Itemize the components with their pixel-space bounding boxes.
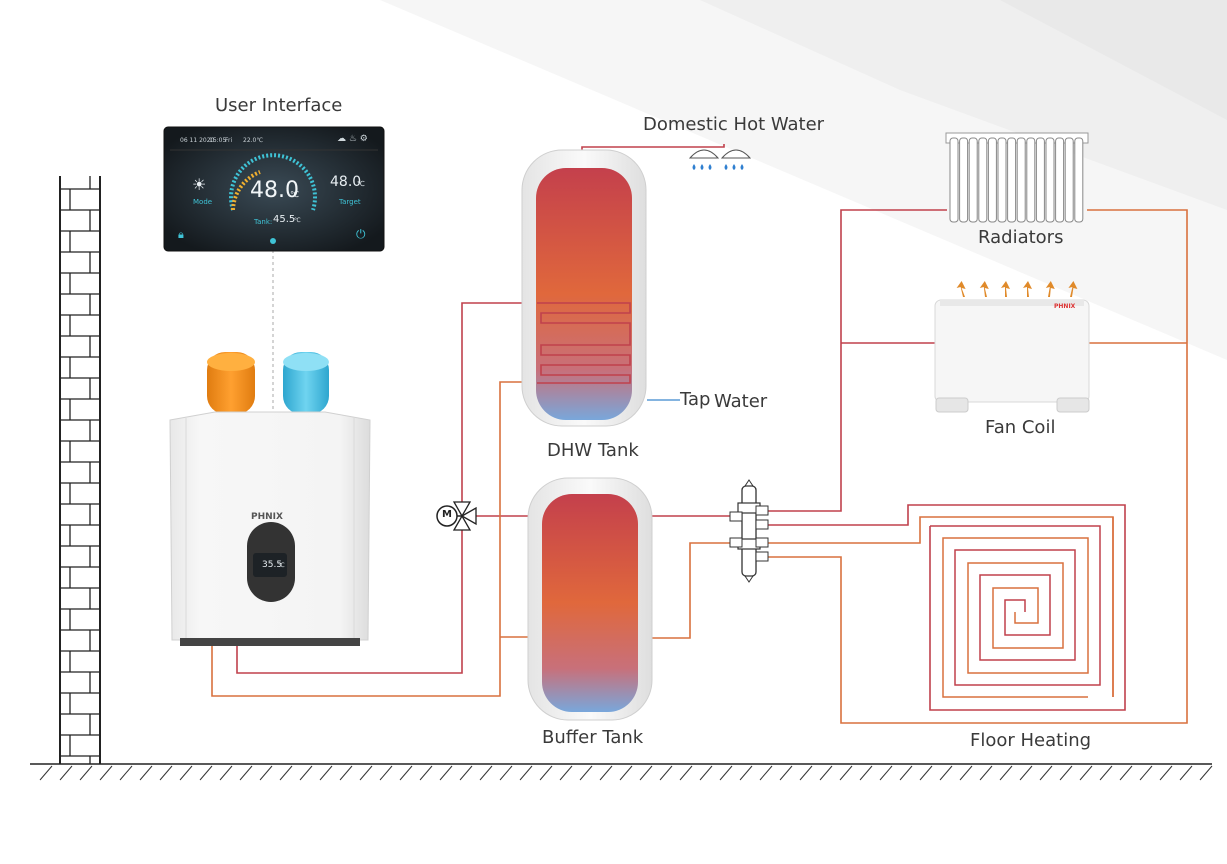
pipe-unit-hot — [236, 519, 463, 674]
pipe-manifold-to-buffer — [651, 542, 736, 639]
water-drop-icon — [700, 164, 704, 170]
screen-target-label: Target — [339, 198, 361, 206]
heat-pump-unit — [169, 352, 371, 646]
warm-air-arrow-icon — [1045, 281, 1055, 297]
radiator — [945, 132, 1089, 223]
label-tap: Tap — [680, 389, 711, 410]
screen-target-temp: 48.0 — [330, 174, 362, 190]
warm-air-arrow-icon — [956, 281, 966, 297]
fan-coil-brand-logo: PHNIX — [1054, 303, 1076, 310]
unit-display — [253, 553, 287, 577]
screen-main-unit: ℃ — [290, 190, 299, 199]
radiator-fin — [1074, 137, 1084, 223]
radiator-fin — [1035, 137, 1045, 223]
ground-line — [30, 763, 1213, 781]
radiator-fin — [1026, 137, 1036, 223]
screen-outdoor-temp: 22.0℃ — [243, 137, 264, 144]
label-buffer-tank: Buffer Tank — [542, 727, 644, 748]
unit-brand-logo: PHNIX — [251, 512, 283, 522]
screen-status-icons: ☁ ♨ ⚙ — [337, 134, 368, 144]
shower-heads — [688, 149, 752, 170]
water-drop-icon — [708, 164, 712, 170]
label-floor-heating: Floor Heating — [970, 730, 1092, 751]
pipe-supply-floor — [768, 504, 1126, 711]
warm-air-arrow-icon — [1023, 281, 1032, 297]
buffer-tank — [527, 477, 653, 721]
screen-tank-label: Tank: — [254, 218, 273, 226]
radiator-fin — [1055, 137, 1065, 223]
pipe-supply-radiators — [768, 209, 947, 512]
label-water: Water — [714, 391, 768, 412]
background-shapes — [380, 0, 1227, 360]
screen-date: 06 11 2020 — [180, 137, 215, 144]
water-drop-icon — [740, 164, 744, 170]
radiator-fin — [968, 137, 978, 223]
floor-heating-coil — [930, 517, 1114, 698]
screen-mode-label: Mode — [193, 198, 213, 206]
user-interface-panel — [163, 126, 385, 252]
radiator-fin — [978, 137, 988, 223]
label-dhw-tank: DHW Tank — [547, 440, 639, 461]
warm-air-arrow-icon — [1068, 281, 1078, 297]
radiator-fin — [949, 137, 959, 223]
pipe-return-radiators — [768, 209, 1188, 724]
radiator-fin — [1007, 137, 1017, 223]
radiator-fin — [997, 137, 1007, 223]
screen-time: 15:05 — [209, 137, 227, 144]
screen-tank-temp: 45.5 — [273, 214, 296, 225]
unit-display-temp: 35.5 — [262, 560, 283, 570]
screen-power-icon[interactable]: ⏻ — [356, 227, 366, 241]
screen-target-unit: ℃ — [357, 180, 365, 188]
radiator-fin — [959, 137, 969, 223]
dhw-coil — [537, 302, 631, 384]
label-user-interface: User Interface — [215, 95, 343, 116]
pipe-return-floor — [768, 516, 1114, 697]
fan-coil-unit — [934, 281, 1090, 413]
screen-tank-unit: ℃ — [294, 217, 301, 224]
pipes — [211, 144, 1188, 724]
brick-wall — [59, 176, 101, 764]
radiator-fin — [1045, 137, 1055, 223]
radiator-fin — [1016, 137, 1026, 223]
water-drop-icon — [732, 164, 736, 170]
label-domestic-hot-water: Domestic Hot Water — [643, 114, 825, 135]
screen-main-temp: 48.0 — [250, 178, 299, 203]
unit-display-unit: ℃ — [278, 562, 285, 569]
water-drop-icon — [692, 164, 696, 170]
warm-air-arrow-icon — [979, 281, 989, 297]
radiator-fin — [987, 137, 997, 223]
manifold — [729, 479, 769, 583]
pipe-valve-to-coil — [461, 302, 537, 509]
label-fan-coil: Fan Coil — [985, 417, 1056, 438]
dhw-tank — [521, 149, 647, 427]
screen-lock-icon[interactable]: 🔒︎ — [178, 228, 184, 241]
screen-mode-icon[interactable]: ☀ — [192, 175, 207, 194]
label-radiators: Radiators — [978, 227, 1064, 248]
screen-day: Fri — [225, 137, 233, 144]
pipe-unit-return — [211, 381, 537, 697]
three-way-valve — [436, 501, 477, 531]
valve-motor-symbol: M — [442, 509, 452, 520]
water-drop-icon — [724, 164, 728, 170]
warm-air-arrow-icon — [1001, 281, 1010, 297]
radiator-fin — [1064, 137, 1074, 223]
